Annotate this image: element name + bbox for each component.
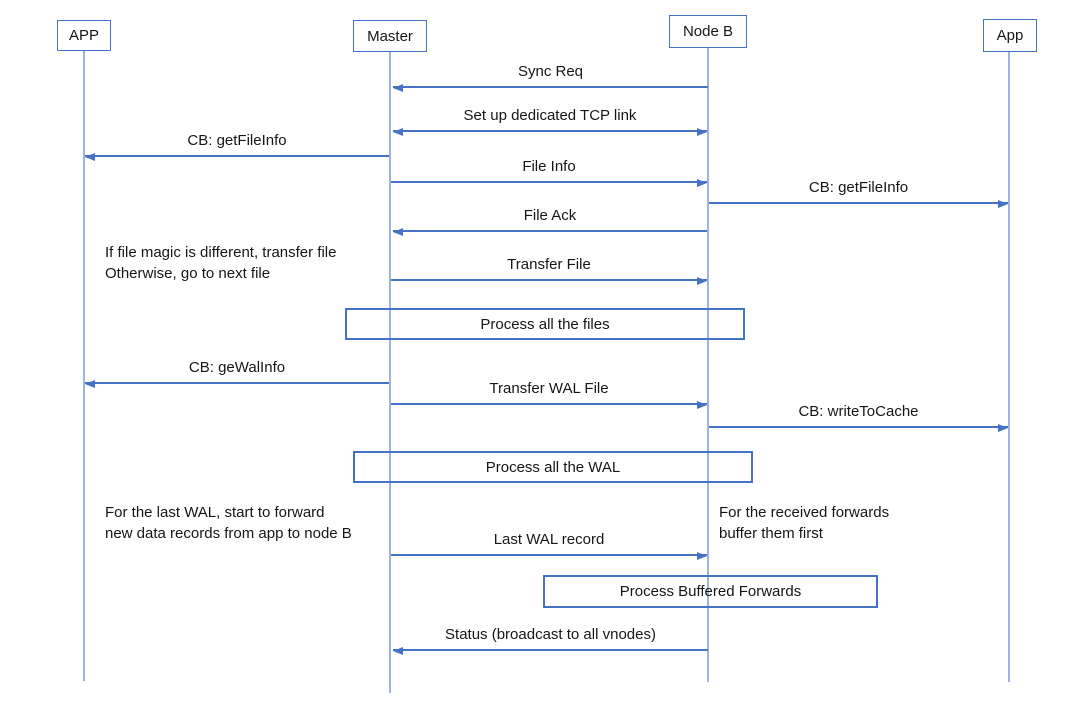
arrowhead-left-icon bbox=[393, 646, 403, 655]
process-box-wal: Process all the WAL bbox=[353, 451, 753, 483]
note-line: For the received forwards bbox=[719, 504, 890, 521]
process-box-files: Process all the files bbox=[345, 308, 745, 340]
actor-app-left-label: APP bbox=[68, 27, 99, 44]
arrow-line bbox=[85, 152, 389, 161]
arrow-line bbox=[709, 423, 1008, 432]
message-label: CB: getFileInfo bbox=[808, 179, 909, 196]
lifeline-app-left bbox=[83, 51, 85, 681]
arrow-line bbox=[85, 379, 389, 388]
note-line: buffer them first bbox=[719, 525, 823, 542]
arrowhead-left-icon bbox=[393, 227, 403, 236]
arrowhead-right-icon bbox=[697, 178, 707, 187]
arrowhead-right-icon bbox=[697, 276, 707, 285]
message-cb-writetocache: CB: writeToCache bbox=[709, 402, 1008, 432]
message-label: File Info bbox=[522, 158, 576, 175]
process-box-label: Process all the files bbox=[480, 315, 610, 333]
arrow-line bbox=[393, 646, 708, 655]
message-cb-getfileinfo-left: CB: getFileInfo bbox=[85, 131, 389, 161]
actor-app-left: APP bbox=[57, 20, 111, 51]
arrowhead-right-icon bbox=[998, 423, 1008, 432]
lifeline-master bbox=[389, 52, 391, 693]
note-line: Otherwise, go to next file bbox=[105, 265, 271, 282]
actor-node-b-label: Node B bbox=[682, 23, 734, 40]
actor-master-label: Master bbox=[367, 27, 413, 45]
arrow-line bbox=[391, 178, 707, 187]
note-line: If file magic is different, transfer fil… bbox=[105, 244, 337, 261]
actor-node-b: Node B bbox=[669, 15, 747, 48]
actor-master: Master bbox=[353, 20, 427, 52]
actor-app-right-label: App bbox=[996, 27, 1024, 44]
message-transfer-file: Transfer File bbox=[391, 255, 707, 285]
message-cb-getfileinfo-right: CB: getFileInfo bbox=[709, 178, 1008, 208]
message-status-broadcast: Status (broadcast to all vnodes) bbox=[393, 625, 708, 655]
process-box-label: Process all the WAL bbox=[485, 458, 621, 476]
message-label: Sync Req bbox=[517, 63, 584, 80]
lifeline-app-right bbox=[1008, 52, 1010, 682]
message-label: CB: getFileInfo bbox=[187, 132, 287, 149]
note-buffer-forwards: For the received forwards buffer them fi… bbox=[719, 502, 889, 544]
message-label: File Ack bbox=[523, 207, 577, 224]
message-file-ack: File Ack bbox=[393, 206, 707, 236]
process-box-buffered-forwards: Process Buffered Forwards bbox=[543, 575, 878, 608]
message-label: CB: geWalInfo bbox=[188, 359, 286, 376]
note-file-magic: If file magic is different, transfer fil… bbox=[105, 242, 336, 284]
arrowhead-right-icon bbox=[697, 551, 707, 560]
arrow-line bbox=[391, 551, 707, 560]
message-file-info: File Info bbox=[391, 157, 707, 187]
arrowhead-right-icon bbox=[697, 127, 707, 136]
arrowhead-right-icon bbox=[697, 400, 707, 409]
arrowhead-left-icon bbox=[85, 152, 95, 161]
arrowhead-left-icon bbox=[85, 379, 95, 388]
message-label: Transfer File bbox=[507, 256, 591, 273]
message-label: Set up dedicated TCP link bbox=[463, 107, 637, 124]
arrow-line bbox=[391, 276, 707, 285]
message-label: Last WAL record bbox=[493, 531, 605, 548]
message-sync-req: Sync Req bbox=[393, 62, 708, 92]
message-transfer-wal-file: Transfer WAL File bbox=[391, 379, 707, 409]
message-setup-tcp-link: Set up dedicated TCP link bbox=[393, 106, 707, 136]
arrow-line bbox=[391, 400, 707, 409]
note-last-wal-forward: For the last WAL, start to forward new d… bbox=[105, 502, 352, 544]
arrowhead-right-icon bbox=[998, 199, 1008, 208]
arrow-line bbox=[393, 83, 708, 92]
message-label: Transfer WAL File bbox=[489, 380, 609, 397]
message-label: Status (broadcast to all vnodes) bbox=[445, 626, 656, 643]
arrow-line bbox=[393, 227, 707, 236]
lifeline-node-b bbox=[707, 48, 709, 682]
message-last-wal-record: Last WAL record bbox=[391, 530, 707, 560]
message-cb-gewalinfo: CB: geWalInfo bbox=[85, 358, 389, 388]
arrowhead-left-icon bbox=[393, 83, 403, 92]
arrow-line bbox=[393, 127, 707, 136]
actor-app-right: App bbox=[983, 19, 1037, 52]
process-box-label: Process Buffered Forwards bbox=[619, 583, 802, 600]
message-label: CB: writeToCache bbox=[798, 403, 919, 420]
arrow-line bbox=[709, 199, 1008, 208]
note-line: For the last WAL, start to forward bbox=[105, 504, 325, 521]
note-line: new data records from app to node B bbox=[105, 525, 352, 542]
arrowhead-left-icon bbox=[393, 127, 403, 136]
